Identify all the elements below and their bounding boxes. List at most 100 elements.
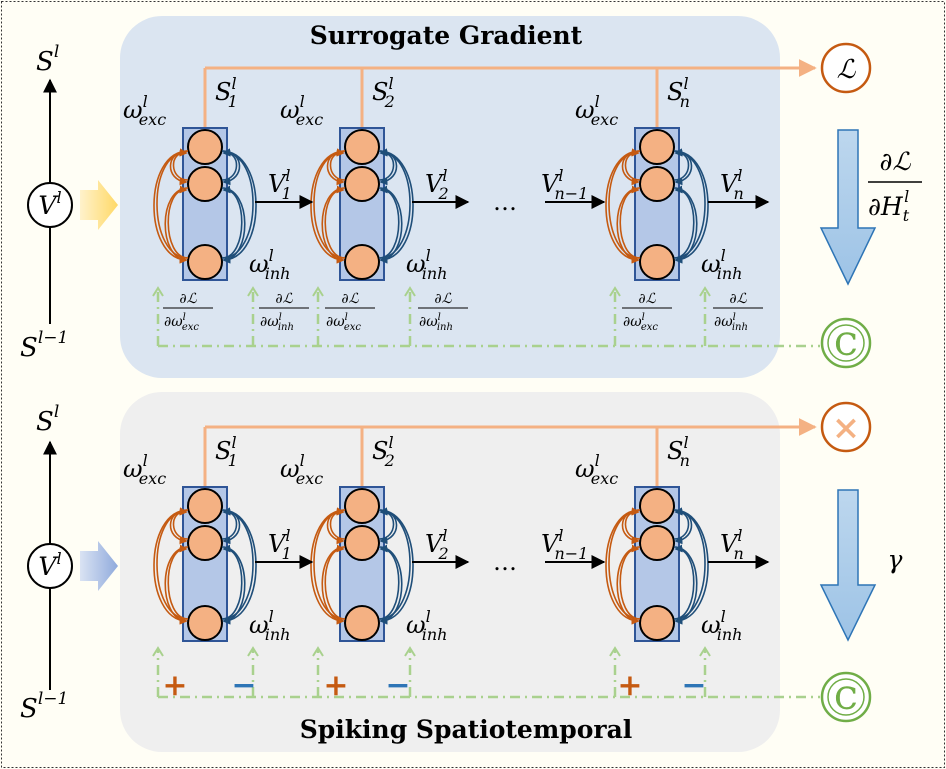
- grad-den-base: ∂H: [868, 192, 904, 221]
- svg-text:Sl: Sl: [36, 42, 59, 77]
- bottom-panel-title: Spiking Spatiotemporal: [300, 715, 633, 744]
- neuron-2: [344, 525, 380, 561]
- grad-fraction-6-num: ∂ℒ: [729, 291, 747, 307]
- concat-symbol-top: C: [835, 328, 858, 363]
- inhibitory-arc: [378, 185, 400, 259]
- inhibitory-arc: [673, 185, 695, 259]
- membrane-label-bottom: V: [38, 552, 59, 581]
- concat-node-bottom: [820, 671, 872, 723]
- neuron-3: [639, 605, 675, 641]
- spike-bus-bottom: [203, 418, 817, 487]
- signal-feed-head: [404, 646, 416, 657]
- input-spike-bottom: S: [20, 694, 38, 724]
- svg-text:∂Htl: ∂Htl: [868, 187, 910, 225]
- excitatory-arc: [313, 148, 346, 259]
- neuron-2: [639, 525, 675, 561]
- svg-text:Vl: Vl: [38, 188, 61, 220]
- neuron-3: [344, 605, 380, 641]
- loss-symbol: ℒ: [837, 55, 857, 85]
- grad-fraction-4-num: ∂ℒ: [434, 291, 452, 307]
- signal-feed-head: [247, 646, 259, 657]
- grad-feed-head: [699, 286, 711, 297]
- left-column-top: Vl Sl Sl−1: [20, 42, 118, 363]
- neuron-3: [344, 244, 380, 280]
- multiply-symbol: ×: [832, 408, 861, 448]
- input-spike-top: S: [20, 333, 38, 363]
- signal-feed-head: [312, 646, 324, 657]
- left-column-bottom: Vl Sl Sl−1: [20, 402, 118, 724]
- signal-feed-head: [152, 646, 164, 657]
- inhibitory-arc: [221, 148, 254, 259]
- grad-feed-head: [609, 286, 621, 297]
- multiply-node: [820, 401, 872, 453]
- inhibitory-arc: [378, 544, 400, 620]
- svg-text:Sl−1: Sl−1: [20, 328, 68, 363]
- svg-text:Sl−1: Sl−1: [20, 689, 68, 724]
- grad-den-sub: t: [903, 206, 910, 225]
- loss-node: [820, 42, 872, 94]
- grad-den-sup: l: [904, 187, 909, 206]
- excitatory-arc: [619, 185, 641, 259]
- neuron-1: [639, 129, 675, 165]
- neuron-2: [187, 525, 223, 561]
- grad-feed-head: [247, 286, 259, 297]
- neuron-1: [187, 488, 223, 524]
- ellipsis-top: …: [493, 188, 517, 216]
- membrane-sup-top: l: [56, 188, 61, 207]
- output-spike-sup-bottom: l: [54, 402, 59, 422]
- plus-sign-5: +: [617, 668, 642, 703]
- excitatory-arc: [619, 544, 641, 620]
- inhibitory-arc: [673, 507, 706, 620]
- membrane-label-top: V: [38, 191, 59, 220]
- excitatory-arc: [324, 185, 346, 259]
- membrane-node-bottom: [27, 543, 73, 589]
- grad-fraction-3-num: ∂ℒ: [341, 291, 359, 307]
- excitatory-arc: [156, 148, 189, 259]
- inhibitory-arc: [378, 148, 411, 259]
- neuron-2: [639, 166, 675, 202]
- excitatory-arc: [167, 185, 189, 259]
- grad-numerator: ∂ℒ: [880, 147, 912, 176]
- neuron-3: [187, 244, 223, 280]
- excitatory-arc: [156, 507, 189, 620]
- grad-feed-head: [312, 286, 324, 297]
- inhibitory-arc: [673, 148, 706, 259]
- minus-sign-4: −: [385, 668, 410, 703]
- minus-sign-2: −: [231, 668, 256, 703]
- plus-sign-1: +: [162, 668, 187, 703]
- output-spike-top: S: [36, 47, 54, 77]
- excitatory-arc: [608, 148, 641, 259]
- grad-feed-head: [404, 286, 416, 297]
- plus-sign-3: +: [323, 668, 348, 703]
- neuron-2: [187, 166, 223, 202]
